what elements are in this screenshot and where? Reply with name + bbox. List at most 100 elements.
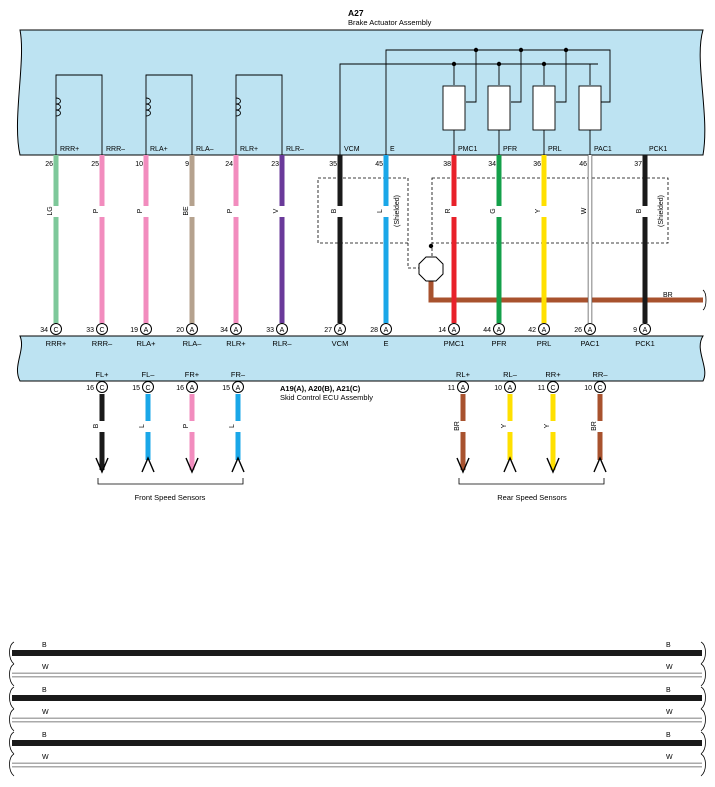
top-pin-label: PRL [548,146,562,153]
bottom-pin-number: 28 [370,327,378,334]
bottom-pin-label: PAC1 [580,339,599,348]
bottom-pin-number: 20 [176,327,184,334]
top-pin-label: RLR+ [240,146,258,153]
sensor-wire-color-code: BR [454,421,461,431]
sensor-label: RR– [592,370,608,379]
legend-color-code-left: B [42,687,47,694]
top-pin-number: 35 [329,161,337,168]
ground-wire-color-code: BR [663,292,673,299]
legend-color-code-right: W [666,709,673,716]
wire-break-left [9,731,15,755]
wire-break-right [700,641,706,665]
connector-letter: A [461,385,466,392]
top-pin-number: 10 [135,161,143,168]
sensor-arrow-icon [593,456,607,473]
top-pin-number: 23 [271,161,279,168]
connector-letter: A [144,327,149,334]
connector-letter: A [497,327,502,334]
color-code-bg [143,421,153,432]
sensor-wire-color-code: L [229,424,236,428]
legend-color-code-right: B [666,642,671,649]
connector-letter: C [145,385,150,392]
front-sensors-brace [97,478,244,485]
legend-color-code-left: W [42,709,49,716]
sensor-pin-number: 11 [538,385,545,392]
color-code-bg [231,206,241,217]
bottom-pin-label: RRR+ [46,339,67,348]
wire-break-left [9,686,15,710]
sensor-label: RL+ [456,370,471,379]
color-code-bg [187,421,197,432]
wire-break-right [700,686,706,710]
ground-wire [428,278,703,303]
shield-label: (Shielded) [658,195,665,227]
legend-color-code-right: W [666,664,673,671]
top-pin-label: RLA– [196,146,214,153]
connector-pin [448,323,460,335]
sensor-label: FL+ [95,370,109,379]
junction-dots [451,47,569,67]
bottom-pin-number: 19 [130,327,138,334]
sensor-arrow-icon [95,457,109,474]
connector-letter: A [452,327,457,334]
connector-letter: A [588,327,593,334]
connector-letter: A [190,385,195,392]
actuator-code: A27 [348,8,364,18]
top-pin-label: RRR– [106,146,125,153]
sensor-wire-color-code: Y [501,423,508,428]
bottom-pin-number: 42 [528,327,536,334]
ecu-name: Skid Control ECU Assembly [280,393,373,402]
connector-pin [230,323,242,335]
wire-color-code: W [581,207,588,214]
color-code-bg [595,421,605,432]
top-pin-label: RLA+ [150,146,168,153]
connector-pin [334,323,346,335]
connector-letter: A [508,385,513,392]
connector-pin [639,323,651,335]
connector-letter: C [99,327,104,334]
rear-sensors-brace [458,478,605,485]
connector-letter: A [190,327,195,334]
sensor-arrow-icon [546,457,560,474]
ecu-code: A19(A), A20(B), A21(C) [280,384,361,393]
sensor-arrow-icon [185,457,199,474]
bottom-pin-number: 33 [86,327,94,334]
sensor-arrow-icon [231,456,245,473]
wire-color-code: P [93,208,100,213]
wire-color-code: G [490,208,497,213]
ground-wire-break [702,289,707,311]
bottom-pin-number: 34 [40,327,48,334]
color-code-bg [277,206,287,217]
connector-pin [584,323,596,335]
sensor-label: FR– [231,370,246,379]
ecu-block [16,335,706,382]
sensor-wire-color-code: P [183,423,190,428]
bottom-pin-label: RLR– [272,339,292,348]
top-pin-label: RLR– [286,146,304,153]
connector-pin [457,381,469,393]
sensor-wire-color-code: L [139,424,146,428]
connector-letter: A [338,327,343,334]
bottom-pin-label: PMC1 [444,339,465,348]
wire-break-left [9,663,15,687]
bottom-pin-number: 44 [483,327,491,334]
color-code-bg [539,206,549,217]
sensor-pin-number: 10 [494,385,502,392]
wire-color-code: BE [183,206,190,216]
bottom-pin-number: 34 [220,327,228,334]
wire-color-code: V [273,208,280,213]
top-pin-number: 26 [45,161,53,168]
connector-letter: A [643,327,648,334]
sensor-pin-number: 15 [132,385,140,392]
connector-pin [594,381,606,393]
top-pin-label: PFR [503,146,517,153]
junction-dot [428,243,434,249]
color-code-bg [458,421,468,432]
sensor-pin-number: 10 [584,385,592,392]
bottom-pin-label: VCM [332,339,349,348]
connector-pin [140,323,152,335]
connector-pin [96,323,108,335]
wire-color-code: R [445,208,452,213]
sensor-wire-color-code: BR [591,421,598,431]
